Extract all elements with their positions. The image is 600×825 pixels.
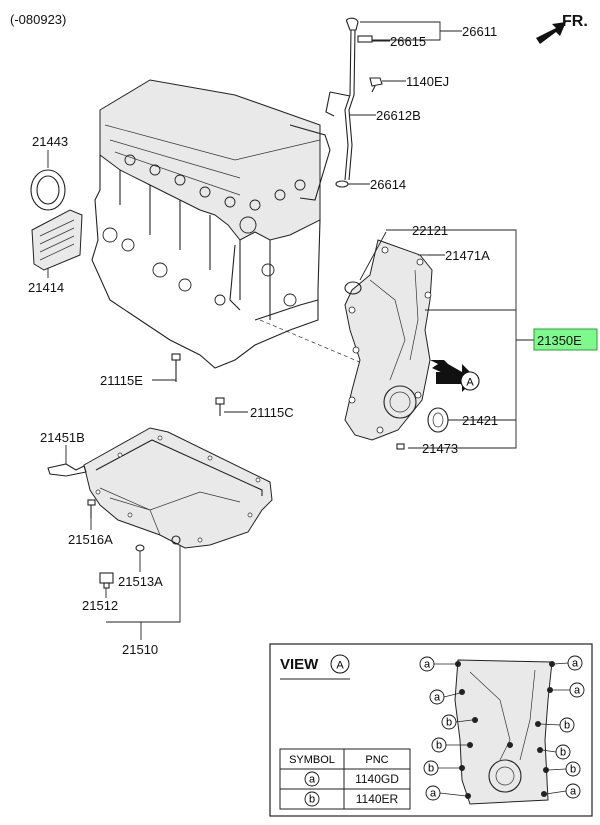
view-title: VIEW: [280, 656, 319, 673]
front-direction-label: FR.: [562, 13, 588, 30]
callout-21115c[interactable]: 21115C: [250, 405, 294, 420]
table-row-symbol: b: [309, 794, 315, 806]
bolt-marker: b: [570, 764, 576, 776]
bolt-21115c-drawing: [215, 397, 225, 416]
rear-oil-seal-drawing: [30, 169, 66, 211]
table-header-symbol: SYMBOL: [289, 754, 335, 766]
callout-26615[interactable]: 26615: [390, 34, 426, 49]
callout-21512[interactable]: 21512: [82, 598, 118, 613]
callout-26614[interactable]: 26614: [370, 177, 406, 192]
callout-21516a[interactable]: 21516A: [68, 532, 113, 547]
bolt-1140ej-drawing: [369, 77, 383, 93]
timing-cover-drawing: [344, 239, 433, 441]
callout-21350e[interactable]: 21350E: [537, 333, 582, 348]
table-row-pnc: 1140GD: [355, 772, 399, 786]
bolt-21516a-drawing: [87, 499, 96, 518]
callout-21451b[interactable]: 21451B: [40, 430, 85, 445]
bolt-marker: a: [424, 659, 431, 671]
callout-1140ej[interactable]: 1140EJ: [406, 74, 449, 89]
bolt-marker: a: [574, 685, 581, 697]
oil-dipstick-drawing: [325, 17, 373, 181]
leader-lines: [47, 21, 534, 640]
callout-21115e[interactable]: 21115E: [100, 373, 143, 388]
seal-retainer-drawing: [31, 209, 83, 271]
view-a-right-markers: a a b b b a: [555, 655, 585, 799]
table-row-symbol: a: [309, 774, 316, 786]
table-row-pnc: 1140ER: [356, 792, 399, 806]
table-header-pnc: PNC: [365, 754, 388, 766]
view-marker-label: A: [466, 377, 474, 389]
callout-26611[interactable]: 26611: [462, 24, 497, 39]
callout-21471a[interactable]: 21471A: [445, 248, 490, 263]
revision-label: (-080923): [10, 12, 66, 27]
callout-21513a[interactable]: 21513A: [118, 574, 163, 589]
bolt-marker: a: [430, 788, 437, 800]
bolt-marker: b: [428, 763, 434, 775]
callout-21414[interactable]: 21414: [28, 280, 64, 295]
callout-21443[interactable]: 21443: [32, 134, 68, 149]
view-a-panel: VIEW A SYMBOL PNC a 1140GD b 1140ER: [269, 643, 593, 817]
view-a-leaders: [434, 662, 570, 797]
gasket-21451b-drawing: [47, 463, 87, 477]
callout-21350e-highlight: [533, 328, 598, 351]
view-a-left-markers: a a b b b a: [419, 656, 457, 801]
bolt-marker: b: [564, 720, 570, 732]
bolt-marker: a: [572, 658, 579, 670]
callout-21510[interactable]: 21510: [122, 642, 158, 657]
callout-labels: 26611 26615 1140EJ 26612B 26614 21443 21…: [28, 24, 598, 657]
callout-26612b[interactable]: 26612B: [376, 108, 421, 123]
view-title-marker: A: [336, 660, 344, 672]
o-ring-26614-drawing: [335, 180, 349, 188]
view-title-marker-circle: [330, 654, 350, 674]
oil-pan-drawing: [83, 427, 273, 549]
view-a-cover-drawing: [454, 659, 555, 805]
bolt-marker: a: [570, 786, 577, 798]
bolt-marker: a: [434, 692, 441, 704]
bolt-21473-drawing: [396, 443, 405, 450]
front-arrow-icon: [536, 22, 566, 44]
callout-22121[interactable]: 22121: [412, 223, 448, 238]
engine-block-drawing: [91, 79, 363, 369]
view-marker-circle: [460, 371, 480, 391]
callout-21473[interactable]: 21473: [422, 441, 458, 456]
bolt-21115e-drawing: [171, 353, 181, 382]
bolt-marker: b: [560, 747, 566, 759]
callout-21421[interactable]: 21421: [462, 413, 498, 428]
seal-22121-drawing: [344, 281, 362, 295]
bolt-marker: b: [436, 740, 442, 752]
gasket-21513a-drawing: [135, 544, 145, 552]
bolt-marker: b: [446, 717, 452, 729]
symbol-table: SYMBOL PNC a 1140GD b 1140ER: [279, 748, 411, 810]
front-oil-seal-drawing: [427, 407, 449, 433]
drain-plug-drawing: [99, 572, 114, 589]
